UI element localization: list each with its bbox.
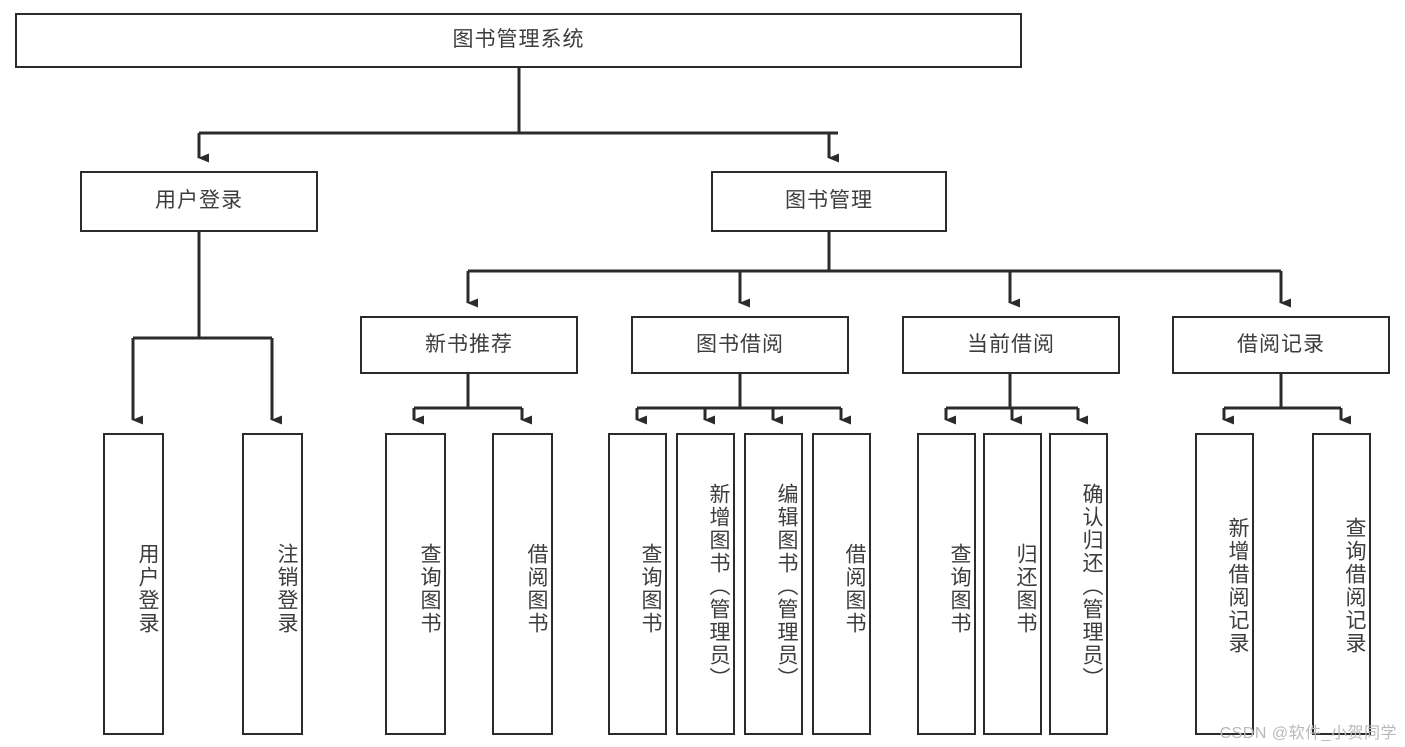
node-label: 图书管理 <box>785 189 873 213</box>
node-label: 新增借阅记录 <box>1226 517 1249 655</box>
leaf-book-borrow-borrow[interactable]: 借阅图书 <box>812 433 871 735</box>
leaf-new-book-query[interactable]: 查询图书 <box>385 433 446 735</box>
leaf-current-borrow-return[interactable]: 归还图书 <box>983 433 1042 735</box>
node-book-borrow[interactable]: 图书借阅 <box>631 316 849 374</box>
node-label: 查询借阅记录 <box>1343 517 1366 655</box>
node-label: 图书借阅 <box>696 332 784 356</box>
node-label: 查询图书 <box>418 543 441 635</box>
node-label: 图书管理系统 <box>452 28 585 52</box>
leaf-new-book-borrow[interactable]: 借阅图书 <box>492 433 553 735</box>
node-label: 确认归还（管理员） <box>1080 482 1103 690</box>
node-label: 新增图书（管理员） <box>707 482 730 690</box>
leaf-borrow-record-query[interactable]: 查询借阅记录 <box>1312 433 1371 735</box>
node-label: 借阅图书 <box>525 543 548 635</box>
leaf-user-login-login[interactable]: 用户登录 <box>103 433 164 735</box>
leaf-borrow-record-add[interactable]: 新增借阅记录 <box>1195 433 1254 735</box>
leaf-book-borrow-add[interactable]: 新增图书（管理员） <box>676 433 735 735</box>
node-user-login[interactable]: 用户登录 <box>80 171 318 232</box>
node-label: 查询图书 <box>639 543 662 635</box>
node-label: 用户登录 <box>155 189 243 213</box>
node-label: 查询图书 <box>948 543 971 635</box>
node-label: 新书推荐 <box>425 332 513 356</box>
node-borrow-record[interactable]: 借阅记录 <box>1172 316 1390 374</box>
node-label: 编辑图书（管理员） <box>775 482 798 690</box>
node-root-system[interactable]: 图书管理系统 <box>15 13 1022 68</box>
watermark: CSDN @软件_小贺同学 <box>1219 725 1397 742</box>
node-label: 归还图书 <box>1014 543 1037 635</box>
node-label: 借阅图书 <box>843 543 866 635</box>
leaf-book-borrow-query[interactable]: 查询图书 <box>608 433 667 735</box>
leaf-current-borrow-confirm-return[interactable]: 确认归还（管理员） <box>1049 433 1108 735</box>
node-new-book-recommend[interactable]: 新书推荐 <box>360 316 578 374</box>
node-label: 借阅记录 <box>1237 332 1325 356</box>
node-label: 用户登录 <box>136 543 159 635</box>
node-book-management[interactable]: 图书管理 <box>711 171 947 232</box>
leaf-user-login-logout[interactable]: 注销登录 <box>242 433 303 735</box>
node-label: 当前借阅 <box>967 332 1055 356</box>
leaf-current-borrow-query[interactable]: 查询图书 <box>917 433 976 735</box>
node-label: 注销登录 <box>275 543 298 635</box>
leaf-book-borrow-edit[interactable]: 编辑图书（管理员） <box>744 433 803 735</box>
node-current-borrow[interactable]: 当前借阅 <box>902 316 1120 374</box>
